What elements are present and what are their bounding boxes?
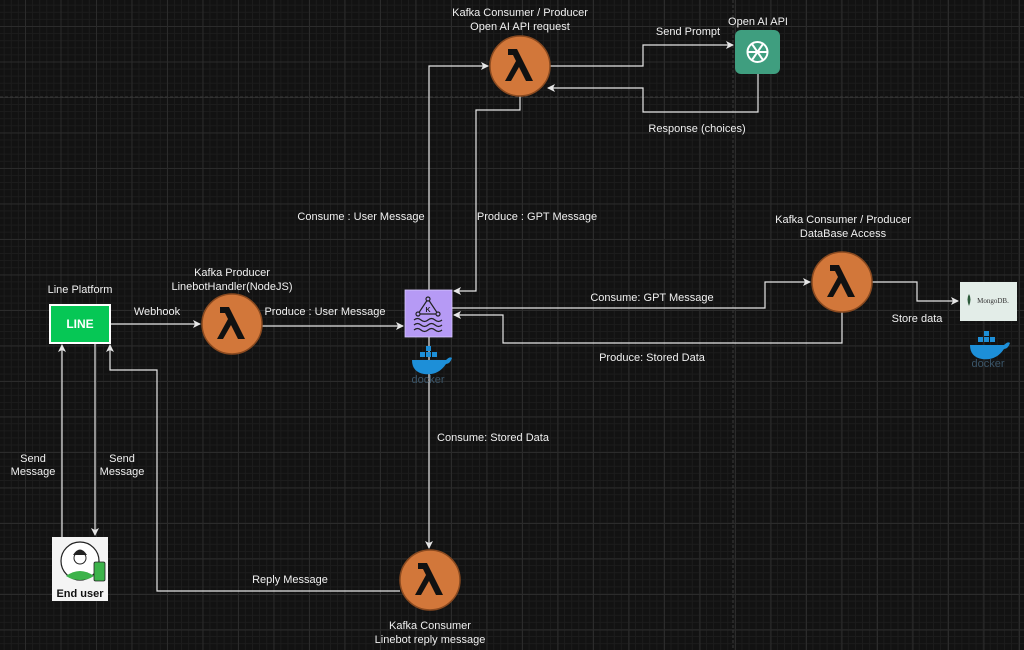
edge-reply-message bbox=[106, 344, 400, 592]
node-label: Line Platform bbox=[48, 284, 113, 296]
node-label: Kafka Consumer / Producer bbox=[775, 214, 911, 226]
docker-label: docker bbox=[411, 374, 444, 386]
lambda-icon-db-access[interactable] bbox=[811, 251, 873, 313]
node-label: LinebotHandler(NodeJS) bbox=[171, 281, 292, 293]
edge-label: Store data bbox=[892, 313, 944, 325]
lambda-icon-openai-request[interactable] bbox=[489, 35, 551, 97]
lambda-icon-reply[interactable] bbox=[399, 549, 461, 611]
docker-icon: docker bbox=[411, 346, 452, 386]
edge-label: Send bbox=[20, 453, 46, 465]
edge-response bbox=[547, 74, 759, 113]
edge-send-prompt bbox=[550, 41, 734, 67]
openai-api-node[interactable] bbox=[735, 30, 780, 74]
node-label: Kafka Consumer / Producer bbox=[452, 7, 588, 19]
edge-consume-gpt-message bbox=[452, 278, 811, 309]
edge-label: Send bbox=[109, 453, 135, 465]
line-platform-node[interactable]: LINE bbox=[49, 304, 111, 344]
kafka-node[interactable]: K bbox=[404, 289, 453, 338]
edge-label: Consume : User Message bbox=[297, 211, 424, 223]
edge-label: Produce: Stored Data bbox=[599, 352, 706, 364]
node-label: Open AI API bbox=[728, 16, 788, 28]
edge-produce-stored-data bbox=[453, 311, 843, 344]
edge-label: Consume: Stored Data bbox=[437, 432, 550, 444]
node-label: Kafka Consumer bbox=[389, 620, 471, 632]
node-label: DataBase Access bbox=[800, 228, 887, 240]
node-label: Linebot reply message bbox=[375, 634, 486, 646]
mongodb-node[interactable]: MongoDB. bbox=[960, 282, 1017, 321]
phone-icon bbox=[93, 561, 106, 582]
node-label: End user bbox=[56, 588, 104, 600]
edge-consume-user-message bbox=[428, 62, 489, 290]
docker-icon: docker bbox=[970, 331, 1010, 370]
kafka-k-letter: K bbox=[425, 307, 430, 314]
edge-label: Consume: GPT Message bbox=[590, 292, 713, 304]
lambda-icon-producer[interactable] bbox=[201, 293, 263, 355]
end-user-node[interactable]: End user bbox=[52, 537, 108, 601]
docker-label: docker bbox=[971, 358, 1004, 370]
edge-label: Message bbox=[100, 466, 145, 478]
edge-label: Produce : GPT Message bbox=[477, 211, 597, 223]
edge-label: Reply Message bbox=[252, 574, 328, 586]
line-logo: LINE bbox=[66, 317, 93, 331]
edge-label: Produce : User Message bbox=[264, 306, 385, 318]
node-label: Open AI API request bbox=[470, 21, 570, 33]
edge-store-data bbox=[872, 281, 959, 305]
kafka-logo-icon bbox=[413, 296, 443, 333]
openai-logo-icon bbox=[746, 41, 769, 63]
edge-label: Response (choices) bbox=[648, 123, 745, 135]
mongodb-logo-text: MongoDB. bbox=[977, 297, 1009, 305]
mongodb-leaf-icon bbox=[967, 294, 971, 306]
node-label: Kafka Producer bbox=[194, 267, 270, 279]
edge-label: Message bbox=[11, 466, 56, 478]
edge-label: Webhook bbox=[134, 306, 181, 318]
edge-label: Send Prompt bbox=[656, 26, 720, 38]
edge-produce-gpt-message bbox=[453, 96, 521, 295]
